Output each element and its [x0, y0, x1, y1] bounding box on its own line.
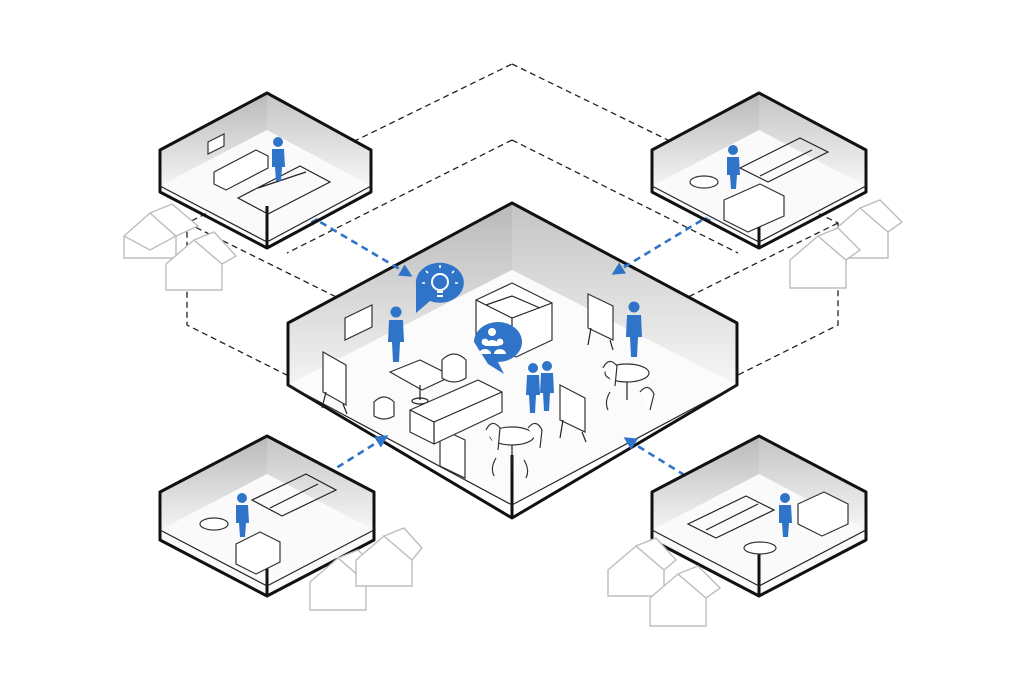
- people-speech-bubble-icon: [474, 322, 522, 374]
- house-icon: [165, 231, 238, 291]
- easel-board-4: [439, 427, 466, 479]
- arrow-top-left: [305, 213, 413, 277]
- round-table-right: [602, 360, 655, 411]
- lightbulb-speech-bubble-icon: [415, 262, 464, 313]
- arrow-top-right: [611, 211, 717, 275]
- house-icon: [789, 227, 862, 289]
- easel-board-2: [587, 293, 614, 351]
- easel-board-1: [321, 350, 348, 415]
- satellite-office-bottom-left: [158, 434, 423, 611]
- person-icon: [526, 363, 540, 413]
- wall-screen: [344, 304, 373, 341]
- house-icon: [123, 203, 200, 259]
- satellite-office-bottom-right: [607, 434, 868, 627]
- arrow-bottom-left: [309, 435, 389, 485]
- person-icon: [779, 493, 792, 537]
- person-icon: [272, 137, 285, 181]
- sofa: [409, 379, 503, 445]
- round-table-bottom: [485, 422, 543, 479]
- satellite-office-top-left: [123, 91, 373, 291]
- house-icon: [607, 537, 678, 597]
- person-icon: [626, 301, 642, 357]
- person-icon: [236, 493, 249, 537]
- easel-board-3: [559, 384, 587, 443]
- lounge-chair-1: [441, 353, 467, 383]
- person-icon: [540, 361, 554, 411]
- hub-people: [388, 301, 642, 413]
- house-icon: [355, 527, 423, 587]
- person-icon: [388, 306, 404, 362]
- lounge-chair-2: [373, 396, 395, 420]
- hub-furniture: [321, 282, 655, 479]
- house-icon: [649, 565, 722, 627]
- person-icon: [727, 145, 740, 189]
- satellite-office-top-right: [650, 91, 904, 289]
- central-hub-box: [286, 201, 739, 520]
